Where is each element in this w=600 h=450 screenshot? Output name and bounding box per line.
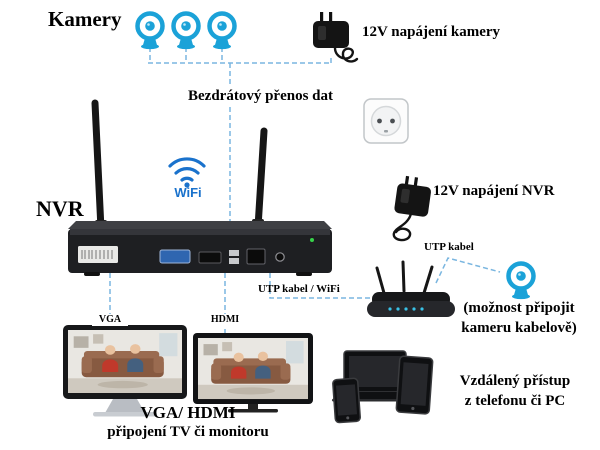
lan-port <box>246 248 266 265</box>
label-wired-note-line2: kameru kabelově) <box>461 320 577 336</box>
dc-port <box>275 252 285 262</box>
label-wired-note-line1: (možnost připojit <box>463 300 575 316</box>
label-power-nvr: 12V napájení NVR <box>433 183 555 199</box>
label-remote-access-line1: Vzdálený přístup <box>459 373 571 389</box>
camera-icon <box>174 14 199 50</box>
label-power-camera: 12V napájení kamery <box>362 24 501 40</box>
wall-socket-icon <box>363 98 409 144</box>
label-remote-access-line2: z telefonu či PC <box>464 393 566 409</box>
label-kamery: Kamery <box>48 7 122 31</box>
power-adapter-camera-icon <box>313 12 359 63</box>
power-adapter-nvr-icon <box>392 175 431 242</box>
led-indicator <box>310 238 314 242</box>
label-hdmi: HDMI <box>206 314 244 326</box>
wifi-icon <box>168 157 206 188</box>
label-wifi: WiFi <box>174 185 202 200</box>
label-vga-hdmi-title: VGA/ HDMI <box>140 403 236 422</box>
label-wireless-transfer: Bezdrátový přenos dat <box>188 88 333 104</box>
antenna-icon <box>254 127 268 231</box>
usb-port <box>229 258 239 264</box>
vga-port <box>159 249 191 264</box>
hdmi-port <box>198 251 222 264</box>
nvr-device <box>68 99 332 276</box>
label-utp-kabel: UTP kabel <box>424 241 474 253</box>
label-nvr: NVR <box>36 196 84 221</box>
ip-camera-icon <box>509 264 534 300</box>
tablet-icon <box>395 355 434 415</box>
label-utp-wifi: UTP kabel / WiFi <box>258 283 340 295</box>
camera-icon <box>138 14 163 50</box>
label-tv-connection: připojení TV či monitoru <box>107 424 269 440</box>
monitor-icon <box>63 325 187 417</box>
label-vga: VGA <box>92 314 128 326</box>
camera-icon <box>210 14 235 50</box>
usb-port <box>229 250 239 256</box>
phone-icon <box>332 377 361 424</box>
antenna-icon <box>91 99 105 233</box>
remote-devices <box>332 350 434 424</box>
tv-icon <box>193 333 313 413</box>
router-icon <box>367 260 455 317</box>
